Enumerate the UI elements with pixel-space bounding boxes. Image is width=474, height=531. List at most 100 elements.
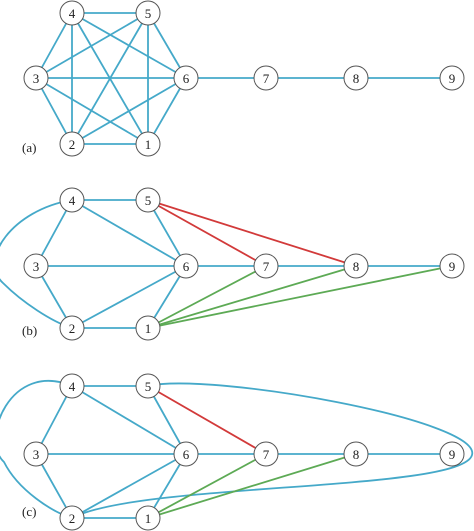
node-circle (23, 253, 49, 279)
panel-a-label: (a) (22, 140, 36, 155)
node-label: 9 (449, 71, 456, 86)
panel-b-edges (0, 199, 453, 329)
node-label: 5 (145, 193, 152, 208)
edge-a-6-1 (147, 77, 187, 145)
edge-b-5-8 (147, 199, 357, 267)
node-label: 5 (145, 379, 152, 394)
node-circle (23, 65, 49, 91)
node-label: 7 (263, 259, 270, 274)
panel-a-nodes: 1 2 3 4 5 6 7 8 9 (23, 0, 465, 157)
node-circle (135, 373, 161, 399)
node-circle (253, 441, 279, 467)
edge-c-6-2 (71, 453, 187, 519)
node-c-1: 1 (135, 505, 161, 531)
panel-b-nodes: 1 2 3 4 5 6 7 8 9 (23, 187, 465, 341)
node-b-9: 9 (439, 253, 465, 279)
node-label: 7 (263, 71, 270, 86)
node-label: 5 (145, 6, 152, 21)
node-label: 6 (183, 259, 190, 274)
edge-a-6-2 (71, 77, 187, 145)
node-a-3: 3 (23, 65, 49, 91)
node-circle (253, 253, 279, 279)
node-c-7: 7 (253, 441, 279, 467)
edge-b-1-8 (147, 265, 357, 329)
panel-a-edges (35, 12, 453, 145)
node-c-9: 9 (439, 441, 465, 467)
node-label: 2 (69, 511, 76, 526)
edge-b-6-2 (71, 265, 187, 329)
node-c-4: 4 (59, 373, 85, 399)
node-a-1: 1 (135, 131, 161, 157)
panel-b: 1 2 3 4 5 6 7 8 9 (b) (0, 187, 465, 341)
edge-a-5-6 (147, 12, 187, 79)
node-circle (59, 187, 85, 213)
edge-a-3-2 (35, 77, 73, 145)
node-circle (135, 505, 161, 531)
node-b-2: 2 (59, 315, 85, 341)
node-circle (59, 131, 85, 157)
node-label: 6 (183, 71, 190, 86)
edge-b-1-7 (147, 265, 267, 329)
edge-b-4-6 (71, 199, 187, 267)
node-c-2: 2 (59, 505, 85, 531)
edge-c-1-8 (147, 453, 357, 519)
node-label: 2 (69, 321, 76, 336)
panel-b-label: (b) (22, 323, 37, 338)
node-circle (343, 65, 369, 91)
node-b-7: 7 (253, 253, 279, 279)
node-circle (59, 0, 85, 26)
node-circle (135, 0, 161, 26)
node-label: 9 (449, 259, 456, 274)
node-label: 3 (33, 71, 40, 86)
node-b-3: 3 (23, 253, 49, 279)
node-circle (343, 253, 369, 279)
node-label: 2 (69, 137, 76, 152)
node-circle (253, 65, 279, 91)
node-a-6: 6 (173, 65, 199, 91)
node-c-3: 3 (23, 441, 49, 467)
node-label: 4 (69, 6, 76, 21)
node-label: 9 (449, 447, 456, 462)
node-a-9: 9 (439, 65, 465, 91)
node-label: 1 (145, 137, 152, 152)
node-b-5: 5 (135, 187, 161, 213)
node-b-6: 6 (173, 253, 199, 279)
edge-a-3-1 (35, 77, 149, 145)
edge-b-4-2 (0, 199, 73, 329)
node-b-4: 4 (59, 187, 85, 213)
node-label: 4 (69, 193, 76, 208)
node-circle (343, 441, 369, 467)
node-circle (439, 253, 465, 279)
node-a-5: 5 (135, 0, 161, 26)
panel-c-nodes: 1 2 3 4 5 6 7 8 9 (23, 373, 465, 531)
panel-c: 1 2 3 4 5 6 7 8 9 (c) (0, 373, 473, 531)
edge-c-5-6 (147, 385, 187, 455)
node-circle (59, 373, 85, 399)
node-circle (173, 441, 199, 467)
edge-c-4-6 (71, 385, 187, 455)
panel-c-label: (c) (22, 504, 36, 519)
panel-c-edges (0, 379, 473, 519)
panel-a: 1 2 3 4 5 6 7 8 9 (a) (22, 0, 465, 157)
node-circle (439, 441, 465, 467)
node-circle (173, 65, 199, 91)
edge-c-5-7 (147, 385, 267, 455)
node-circle (135, 131, 161, 157)
node-label: 1 (145, 511, 152, 526)
node-b-8: 8 (343, 253, 369, 279)
edge-c-1-7 (147, 453, 267, 519)
node-circle (135, 187, 161, 213)
node-c-8: 8 (343, 441, 369, 467)
node-label: 8 (353, 447, 360, 462)
edge-c-4-3 (35, 385, 73, 455)
edge-b-5-7 (147, 199, 267, 267)
node-label: 1 (145, 321, 152, 336)
node-circle (439, 65, 465, 91)
node-c-5: 5 (135, 373, 161, 399)
node-label: 8 (353, 259, 360, 274)
node-circle (59, 505, 85, 531)
node-a-8: 8 (343, 65, 369, 91)
node-c-6: 6 (173, 441, 199, 467)
node-label: 3 (33, 447, 40, 462)
